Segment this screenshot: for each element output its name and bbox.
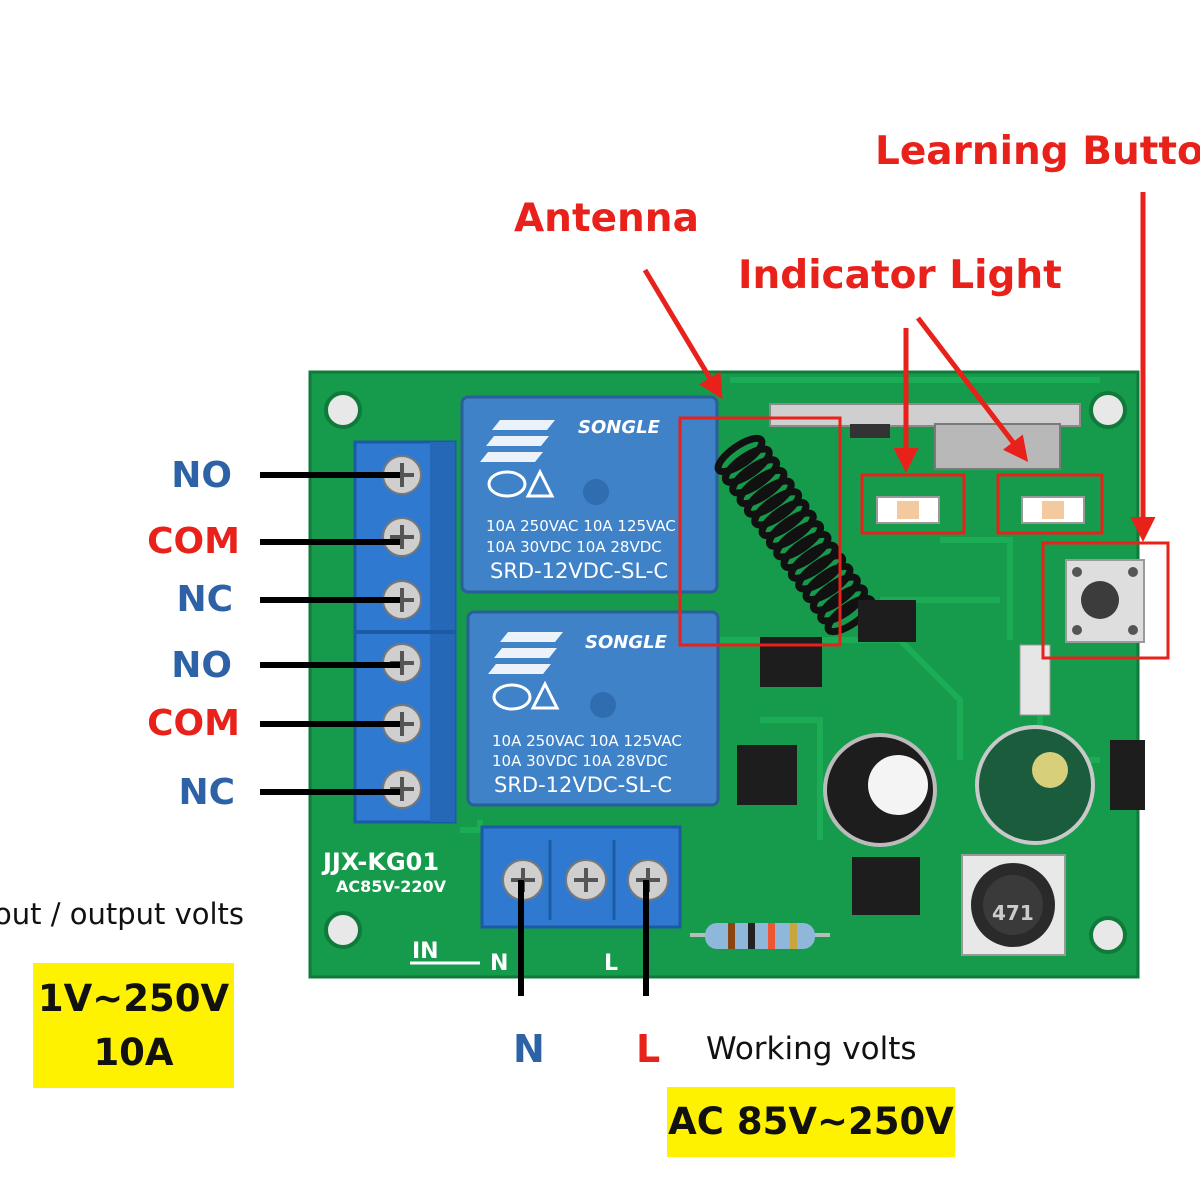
board-rating: AC85V-220V xyxy=(336,877,447,896)
relay-1 xyxy=(460,395,719,594)
antenna-coil-turn xyxy=(758,498,810,540)
antenna-coil-turn xyxy=(721,445,773,486)
board-n-label: N xyxy=(490,951,508,976)
antenna-coil-turn xyxy=(743,477,795,518)
antenna-coil-turn xyxy=(802,562,854,604)
terminal-label-nc-2: NC xyxy=(178,772,235,813)
inductor-code: 471 xyxy=(992,901,1034,925)
indicator-leds xyxy=(876,496,1085,524)
resistor xyxy=(690,923,830,949)
antenna-coil-turn xyxy=(736,466,788,508)
indicator-arrow-2 xyxy=(916,316,1029,462)
antenna-coil-turn xyxy=(780,530,832,572)
board-in-label: IN xyxy=(412,939,439,964)
board-l-label: L xyxy=(604,951,618,976)
antenna-coil-turn xyxy=(714,434,766,476)
output-voltage: 1V~250V xyxy=(37,976,230,1020)
led-1-highlight-box xyxy=(860,473,966,535)
silkscreen: JJX-KG01 AC85V-220V IN N L 471 xyxy=(321,848,1034,976)
output-terminal-block xyxy=(353,440,457,824)
mounting-hole xyxy=(324,391,362,429)
callout-arrows xyxy=(642,192,1156,542)
relay-2-rating-2: 10A 30VDC 10A 28VDC xyxy=(492,752,668,770)
power-terminal-block xyxy=(480,825,682,929)
power-label-n: N xyxy=(513,1027,545,1071)
antenna-coil-turn xyxy=(773,520,825,561)
relay-2-brand: SONGLE xyxy=(585,632,668,653)
board-model: JJX-KG01 xyxy=(321,848,439,876)
output-spec-box: 1V~250V 10A xyxy=(33,963,234,1088)
antenna-coil-turn xyxy=(795,552,847,593)
relay-1-rating-1: 10A 250VAC 10A 125VAC xyxy=(486,517,676,535)
antenna-coil-turn xyxy=(787,541,839,582)
terminal-label-com-1: COM xyxy=(147,521,240,562)
learning-tact-switch xyxy=(1065,559,1145,643)
mounting-holes xyxy=(324,391,1127,954)
antenna-highlight-box xyxy=(678,416,842,647)
power-label-l: L xyxy=(636,1027,661,1071)
terminal-label-nc-1: NC xyxy=(176,579,233,620)
learning-button-highlight-box xyxy=(1041,541,1170,660)
learning-button-callout-label: Learning Button xyxy=(875,129,1200,174)
capacitors xyxy=(823,725,1095,847)
terminal-label-no-1: NO xyxy=(171,455,232,496)
terminal-label-no-2: NO xyxy=(171,645,232,686)
mounting-hole xyxy=(324,911,362,949)
relay-1-rating-2: 10A 30VDC 10A 28VDC xyxy=(486,538,662,556)
ic-chips xyxy=(737,600,1145,915)
terminal-label-com-2: COM xyxy=(147,703,240,744)
antenna-coil-turn xyxy=(751,488,803,529)
relay-1-brand: SONGLE xyxy=(578,417,661,438)
output-current: 10A xyxy=(93,1030,174,1074)
input-voltage: AC 85V~250V xyxy=(668,1100,954,1144)
rf-module xyxy=(769,403,1081,470)
terminal-leader-lines xyxy=(260,472,649,996)
relay-2 xyxy=(466,610,720,807)
mounting-hole xyxy=(1089,391,1127,429)
highlight-boxes xyxy=(678,416,1170,660)
relay-2-rating-1: 10A 250VAC 10A 125VAC xyxy=(492,732,682,750)
relay-2-part: SRD-12VDC-SL-C xyxy=(494,773,672,797)
mounting-hole xyxy=(1089,916,1127,954)
antenna-coil-turn xyxy=(817,584,869,625)
antenna-coil-turn xyxy=(729,456,781,497)
antenna-arrow xyxy=(642,268,723,400)
antenna-coil-turn xyxy=(765,509,817,550)
input-spec-box: AC 85V~250V xyxy=(667,1087,955,1157)
input-spec-caption: Working volts xyxy=(706,1031,917,1067)
led-2-highlight-box xyxy=(996,473,1104,535)
antenna-callout-label: Antenna xyxy=(514,196,699,241)
relay-1-part: SRD-12VDC-SL-C xyxy=(490,559,668,583)
output-spec-caption: out / output volts xyxy=(0,897,245,931)
antenna-coil xyxy=(714,434,876,636)
power-inductor xyxy=(961,854,1066,956)
terminal-screw-slot xyxy=(390,525,414,549)
indicator-light-callout-label: Indicator Light xyxy=(738,253,1062,298)
